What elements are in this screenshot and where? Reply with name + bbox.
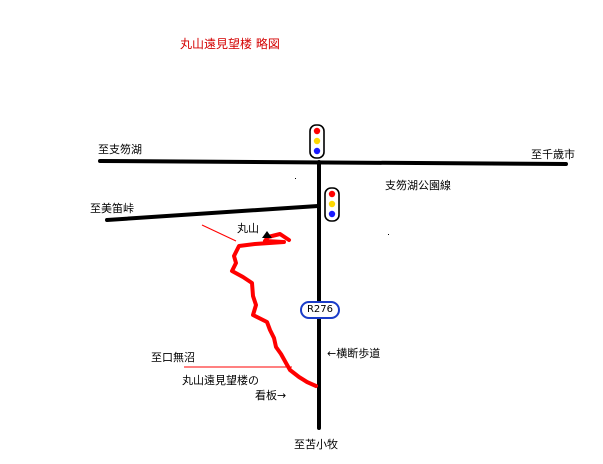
label-kuchimuma: 至口無沼 (151, 351, 195, 364)
route-badge-frame (300, 301, 340, 319)
label-bifue-pass: 至美笛峠 (90, 202, 134, 215)
label-crossing: ←横断歩道 (327, 347, 381, 360)
label-maruyama: 丸山 (237, 222, 259, 235)
map-title: 丸山遠見望楼 略図 (180, 37, 280, 51)
traffic-light-icon (324, 187, 340, 222)
route-badge-label: R276 (306, 304, 334, 315)
label-sign-line2: 看板→ (255, 389, 287, 402)
road-bifue-pass (105, 204, 320, 222)
trail-path (230, 232, 318, 388)
summit-peak-icon (262, 231, 272, 238)
label-chitose-city: 至千歳市 (531, 148, 575, 161)
label-lake-line: 支笏湖公園線 (385, 179, 451, 192)
leader-maruyama (201, 224, 237, 242)
label-sign-line1: 丸山遠見望楼の (182, 374, 259, 387)
road-shikotsu-chitose (98, 159, 568, 166)
traffic-light-icon (309, 124, 325, 159)
label-tomakomai: 至苫小牧 (294, 438, 338, 451)
label-shikotsu-lake: 至支笏湖 (98, 143, 142, 156)
